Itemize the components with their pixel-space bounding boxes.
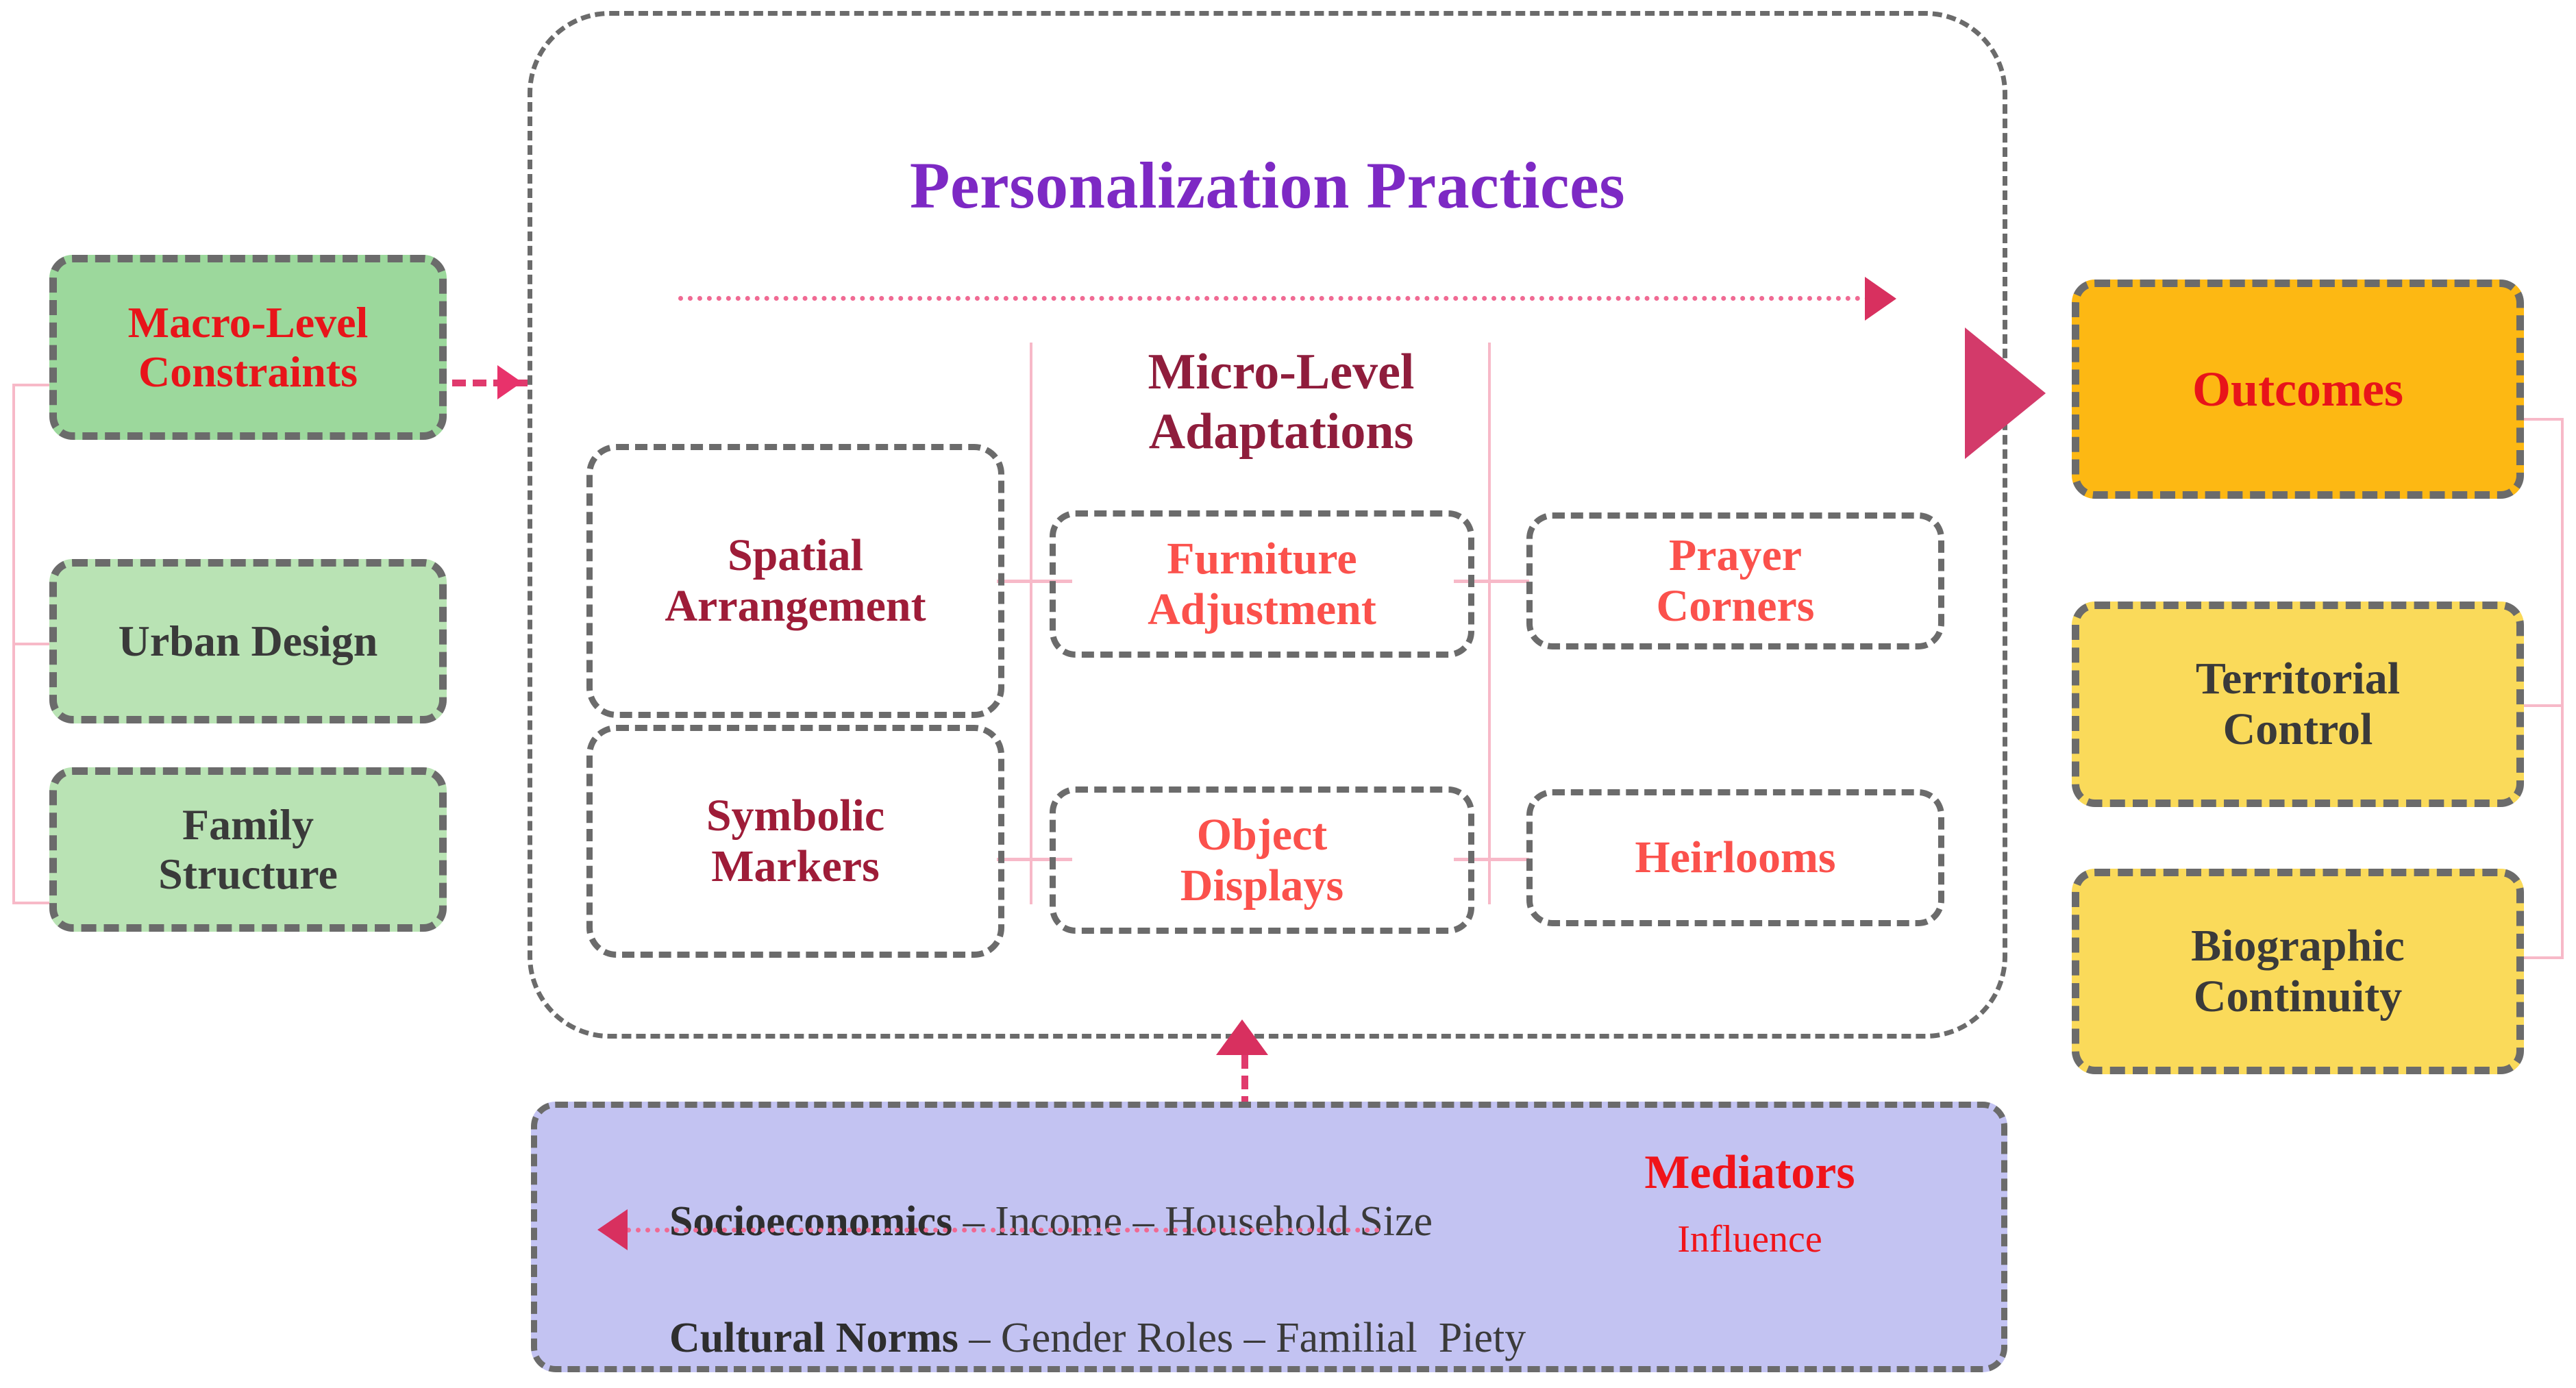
- arrow-macro-to-practices-head: [497, 365, 522, 399]
- mediator-row-socioeconomics-rest: – Income – Household Size: [952, 1198, 1433, 1245]
- practices-flow-arrow-head: [1865, 277, 1896, 321]
- mediators-subheading: Influence: [1677, 1218, 1822, 1261]
- practices-flow-arrow-line: [678, 296, 1870, 301]
- right-bracket-vertical: [2561, 418, 2564, 959]
- arrow-mediators-to-practices-line: [1241, 1034, 1248, 1110]
- node-territorial-control[interactable]: Territorial Control: [2072, 602, 2524, 807]
- node-symbolic-markers[interactable]: Symbolic Markers: [586, 725, 1004, 958]
- mediator-row-cultural-norms-bold: Cultural Norms: [669, 1315, 958, 1361]
- connector-spatial-furniture: [997, 580, 1072, 583]
- arrow-macro-to-practices-line: [452, 380, 528, 386]
- mediators-internal-arrow-line: [626, 1228, 1380, 1232]
- rail-right-vertical: [1488, 343, 1491, 904]
- node-urban-design[interactable]: Urban Design: [49, 559, 447, 723]
- page-title: Personalization Practices: [909, 149, 1626, 222]
- mediator-row-cultural-norms: Cultural Norms – Gender Roles – Familial…: [606, 1265, 1526, 1388]
- micro-level-adaptations-label: Micro-Level Adaptations: [1148, 344, 1415, 460]
- mediator-row-socioeconomics-bold: Socioeconomics: [669, 1198, 953, 1245]
- node-prayer-corners[interactable]: Prayer Corners: [1526, 512, 1944, 649]
- connector-symbolic-object: [997, 858, 1072, 861]
- arrow-mediators-to-practices-head: [1216, 1019, 1268, 1055]
- connector-object-heirlooms: [1454, 858, 1529, 861]
- connector-furniture-prayer: [1454, 580, 1529, 583]
- node-object-displays[interactable]: Object Displays: [1050, 786, 1474, 934]
- node-furniture-adjustment[interactable]: Furniture Adjustment: [1050, 510, 1474, 658]
- node-macro-level-constraints[interactable]: Macro-Level Constraints: [49, 255, 447, 440]
- node-outcomes[interactable]: Outcomes: [2072, 280, 2524, 499]
- mediator-row-socioeconomics: Socioeconomics – Income – Household Size: [606, 1149, 1433, 1295]
- node-family-structure[interactable]: Family Structure: [49, 767, 447, 932]
- mediators-panel: Socioeconomics – Income – Household Size…: [531, 1102, 2007, 1372]
- rail-left-vertical: [1030, 343, 1032, 904]
- arrow-practices-to-outcomes: [1965, 327, 2046, 459]
- node-biographic-continuity[interactable]: Biographic Continuity: [2072, 869, 2524, 1074]
- node-heirlooms[interactable]: Heirlooms: [1526, 789, 1944, 926]
- node-spatial-arrangement[interactable]: Spatial Arrangement: [586, 444, 1004, 718]
- mediators-heading: Mediators: [1644, 1146, 1855, 1199]
- mediators-internal-arrow-head: [597, 1209, 628, 1250]
- mediator-row-cultural-norms-rest: – Gender Roles – Familial Piety: [958, 1315, 1526, 1361]
